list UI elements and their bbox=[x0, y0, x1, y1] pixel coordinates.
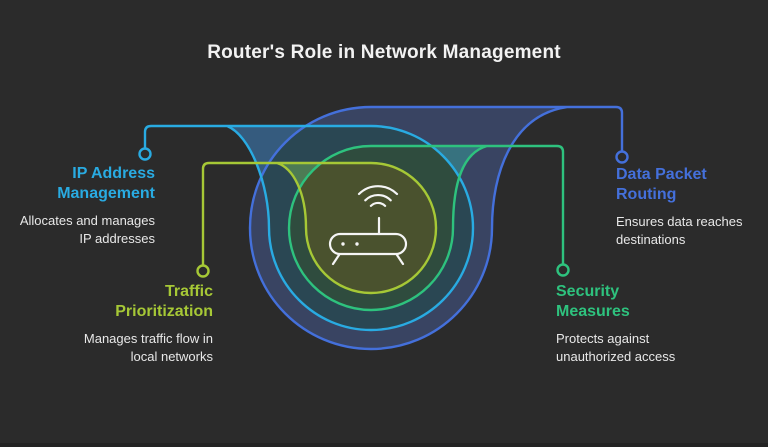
connector-dot-traffic bbox=[196, 264, 210, 278]
label-heading: Data Packet Routing bbox=[616, 166, 707, 203]
connector-dot-ip bbox=[138, 147, 152, 161]
connector-dot-security bbox=[556, 263, 570, 277]
label-heading: IP Address Management bbox=[57, 165, 155, 202]
router-leg-right bbox=[395, 253, 405, 266]
label-data-packet-routing: Data Packet Routing Ensures data reaches… bbox=[616, 165, 756, 249]
label-description: Manages traffic flow in local networks bbox=[83, 331, 213, 364]
blue-funnel-outline bbox=[248, 105, 624, 351]
router-led-2 bbox=[355, 242, 359, 246]
wifi-signal-icon bbox=[357, 185, 399, 207]
label-ip-address-management: IP Address Management Allocates and mana… bbox=[5, 164, 155, 248]
green-funnel-outline bbox=[287, 144, 565, 312]
bottom-edge-strip bbox=[0, 443, 768, 447]
page-title: Router's Role in Network Management bbox=[207, 42, 561, 63]
yellow-funnel-outline bbox=[201, 161, 438, 295]
label-description: Protects against unauthorized access bbox=[556, 331, 676, 364]
label-heading: Security Measures bbox=[556, 283, 630, 320]
label-heading: Traffic Prioritization bbox=[115, 283, 213, 320]
connector-dot-data bbox=[615, 150, 629, 164]
router-leg-left bbox=[331, 253, 341, 266]
cyan-funnel-outline bbox=[143, 124, 475, 332]
cyan-band-fill bbox=[151, 126, 557, 330]
label-traffic-prioritization: Traffic Prioritization Manages traffic f… bbox=[63, 282, 213, 366]
label-security-measures: Security Measures Protects against unaut… bbox=[556, 282, 706, 366]
router-body bbox=[328, 232, 408, 256]
router-led-1 bbox=[341, 242, 345, 246]
label-description: Allocates and manages IP addresses bbox=[19, 213, 155, 246]
router-icon bbox=[328, 185, 408, 266]
label-description: Ensures data reaches destinations bbox=[616, 214, 743, 247]
